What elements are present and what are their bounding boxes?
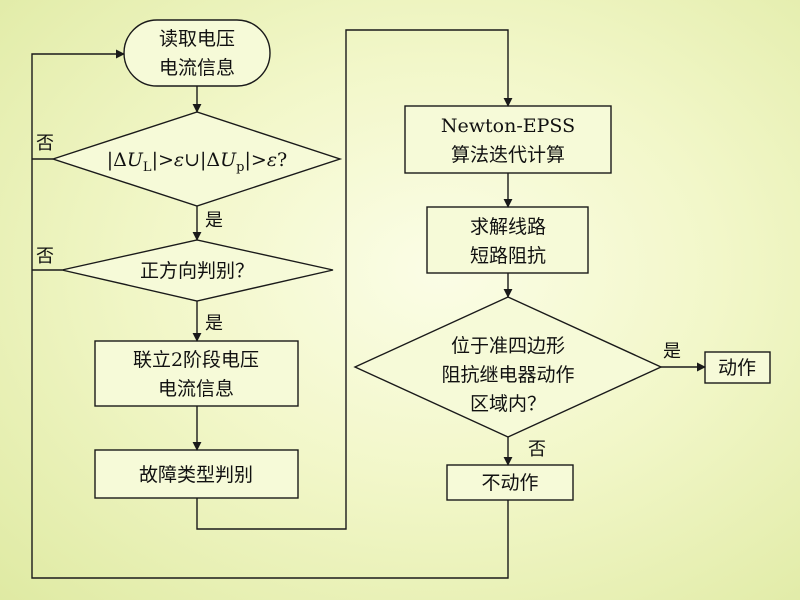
label-direction-yes: 是	[205, 313, 223, 334]
node-check-delta-text: |ΔUL|>ε∪|ΔUp|>ε?	[107, 149, 287, 175]
node-direction-check: 正方向判别？	[61, 239, 334, 302]
node-combine-info: 联立2阶段电压 电流信息	[94, 340, 299, 407]
arrow-fault-to-newton	[196, 29, 513, 530]
node-no-act-text: 不动作	[481, 472, 538, 494]
node-solve-impedance: 求解线路 短路阻抗	[426, 206, 589, 274]
node-fault-type: 故障类型判别	[94, 449, 299, 499]
node-quad-check-line2: 阻抗继电器动作	[441, 364, 574, 386]
node-act: 动作	[704, 351, 771, 384]
label-delta-no: 否	[36, 133, 54, 154]
label-quad-yes: 是	[663, 341, 681, 362]
label-direction-no: 否	[36, 246, 54, 267]
label-quad-no: 否	[528, 439, 546, 460]
node-fault-type-text: 故障类型判别	[139, 464, 253, 486]
label-delta-yes: 是	[205, 210, 223, 231]
node-read-start-line1: 读取电压	[159, 28, 235, 50]
node-direction-check-text: 正方向判别？	[140, 260, 254, 282]
node-newton-epss-line1: Newton-EPSS	[441, 115, 575, 137]
node-check-delta: |ΔUL|>ε∪|ΔUp|>ε?	[50, 111, 343, 207]
node-solve-impedance-line1: 求解线路	[470, 216, 546, 238]
node-newton-epss: Newton-EPSS 算法迭代计算	[404, 105, 612, 174]
node-quad-check-line3: 区域内？	[470, 393, 546, 415]
node-combine-info-line1: 联立2阶段电压	[133, 349, 259, 371]
node-act-text: 动作	[718, 357, 756, 379]
node-newton-epss-line2: 算法迭代计算	[451, 144, 565, 166]
node-quad-check-line1: 位于准四边形	[451, 335, 565, 357]
node-combine-info-line2: 电流信息	[158, 378, 234, 400]
node-read-start: 读取电压 电流信息	[123, 19, 271, 87]
arrow-feedback-loop-to-start	[31, 49, 509, 579]
node-read-start-line2: 电流信息	[159, 57, 235, 79]
node-quad-check: 位于准四边形 阻抗继电器动作 区域内？	[353, 296, 663, 438]
node-no-act: 不动作	[446, 464, 574, 501]
node-solve-impedance-line2: 短路阻抗	[470, 245, 546, 267]
